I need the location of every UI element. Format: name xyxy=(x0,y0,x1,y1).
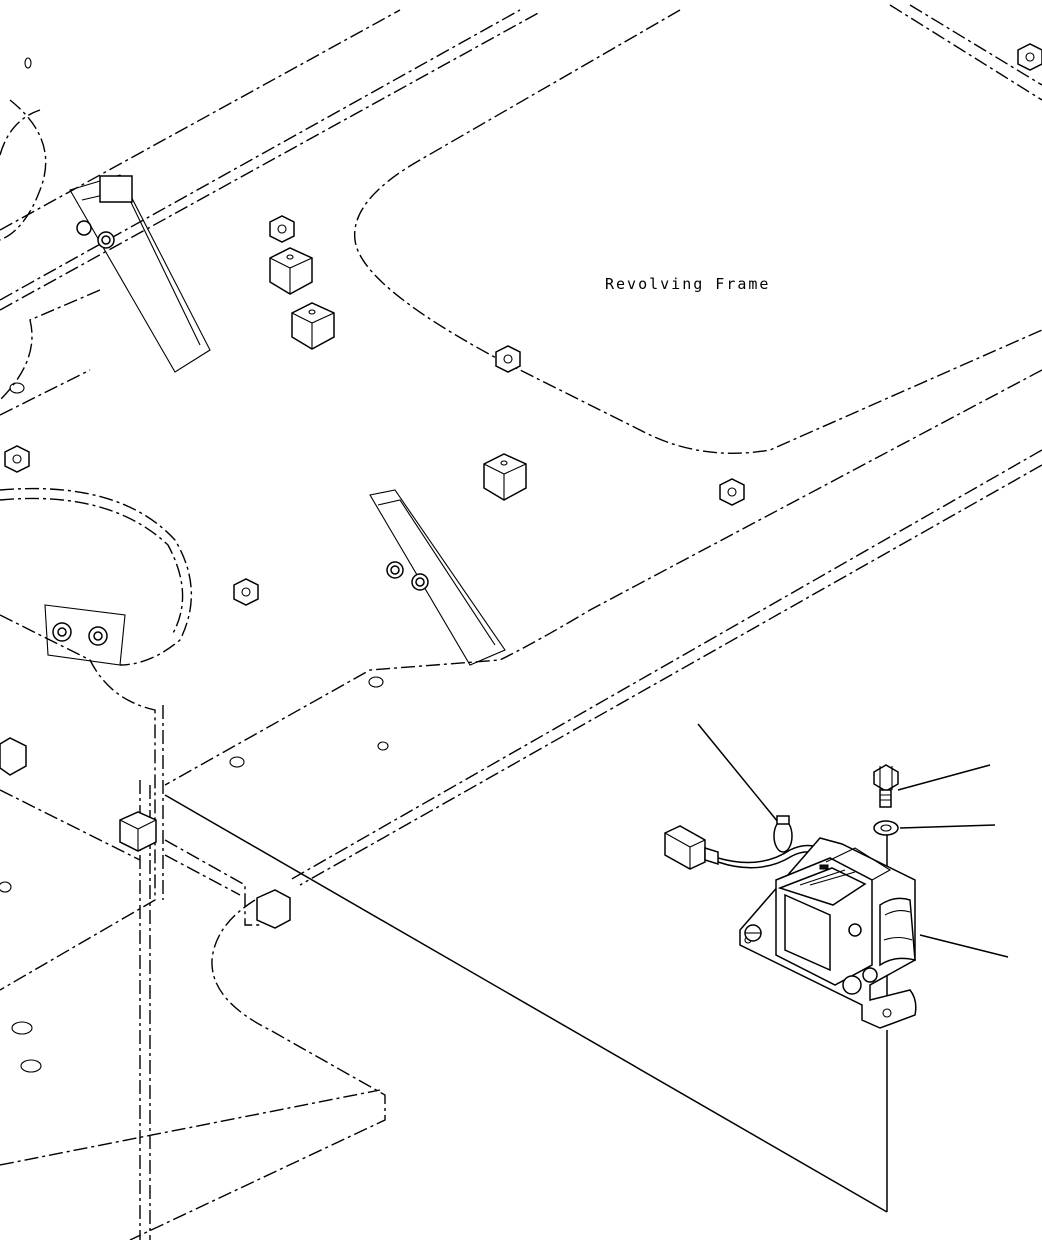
hex-nut-icon xyxy=(495,345,521,373)
bolt-icon xyxy=(873,764,899,808)
hex-nut-icon xyxy=(4,445,30,473)
connector-icon xyxy=(664,825,719,870)
revolving-frame-outline xyxy=(0,4,1042,1240)
frame-label: Revolving Frame xyxy=(605,275,770,293)
leader-lines xyxy=(697,723,1009,958)
square-block-icon xyxy=(119,811,157,852)
solenoid-valve-assembly xyxy=(664,815,917,1029)
hex-nut-icon xyxy=(1017,43,1042,71)
square-block-icon xyxy=(483,453,527,501)
hex-nut-icon xyxy=(269,215,295,243)
square-block-icon xyxy=(269,247,313,295)
square-block-icon xyxy=(0,737,27,776)
hex-nut-icon xyxy=(233,578,259,606)
square-block-icon xyxy=(256,889,291,929)
square-block-icon xyxy=(291,302,335,350)
frame-hardware xyxy=(0,43,1042,1073)
assembly-lines xyxy=(164,794,888,1213)
washer-icon xyxy=(873,820,899,836)
lower-left-bracket xyxy=(44,604,126,666)
left-bracket xyxy=(69,174,211,373)
hex-nut-icon xyxy=(719,478,745,506)
center-bracket xyxy=(369,489,506,666)
